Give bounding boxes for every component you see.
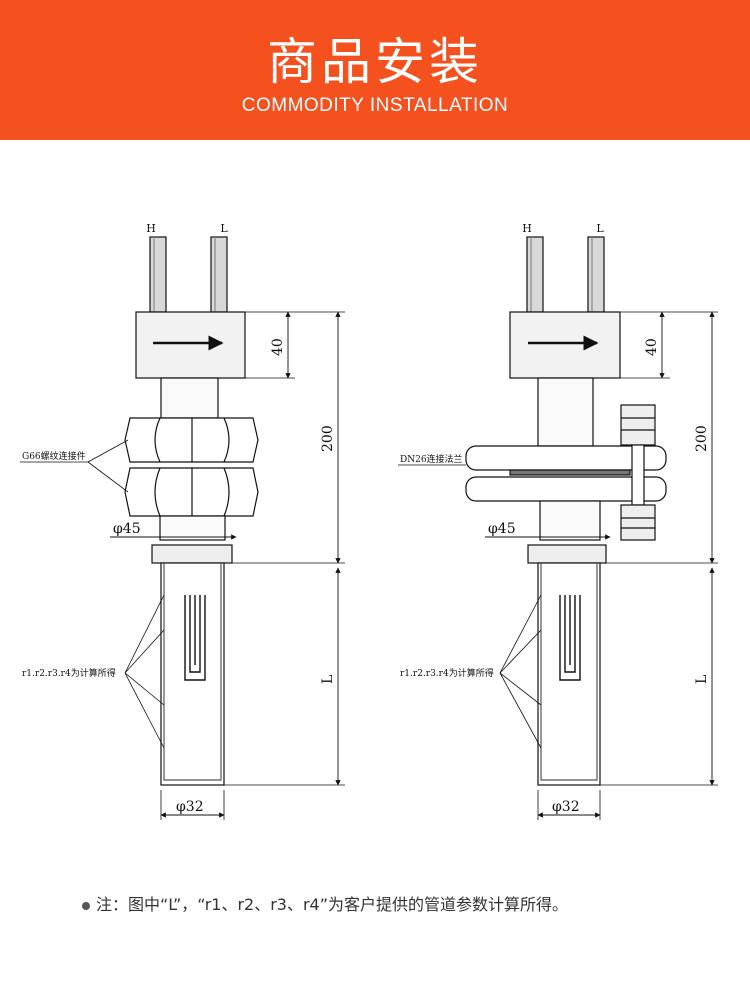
junction-box — [509, 311, 621, 379]
flange-bolt — [620, 404, 656, 541]
installation-drawing: H L φ45 — [20, 222, 718, 820]
dim-flange-dia: φ45 — [113, 521, 141, 537]
hex-nut-upper — [124, 417, 259, 463]
diagram-flanged: H L φ45 — [398, 222, 718, 820]
dim-head-height: 40 — [270, 338, 286, 356]
terminal-rods — [526, 236, 605, 313]
label-radius: r1.r2.r3.r4为计算所得 — [400, 667, 494, 679]
dim-total-length: 200 — [694, 425, 710, 452]
terminal-l-label: L — [220, 222, 228, 235]
terminal-h-label: H — [146, 222, 156, 235]
footnote-text: 注：图中“L”，“r1、r2、r3、r4”为客户提供的管道参数计算所得。 — [96, 895, 569, 914]
dim-immersion-length: L — [694, 675, 710, 684]
dim-immersion-length: L — [320, 675, 336, 684]
label-fitting: DN26连接法兰 — [400, 453, 463, 465]
page-title: 商品安装 — [267, 33, 483, 91]
fitting-callout — [20, 439, 129, 493]
dim-total-length: 200 — [320, 425, 336, 452]
terminal-l-label: L — [596, 222, 604, 235]
footnote: 注：图中“L”，“r1、r2、r3、r4”为客户提供的管道参数计算所得。 — [82, 891, 568, 915]
dim-head-height: 40 — [644, 338, 660, 356]
dim-flange-dia: φ45 — [488, 521, 516, 537]
bullet-icon — [82, 901, 90, 910]
label-fitting: G66螺纹连接件 — [22, 450, 86, 462]
heating-elements — [184, 595, 206, 681]
heating-elements — [559, 595, 581, 681]
dim-tube-dia: φ32 — [176, 799, 204, 815]
junction-box — [135, 311, 246, 379]
hex-nut-lower — [124, 467, 259, 517]
header-banner: 商品安装 COMMODITY INSTALLATION — [0, 0, 750, 140]
label-radius: r1.r2.r3.r4为计算所得 — [22, 667, 116, 679]
diagram-threaded: H L φ45 — [20, 222, 345, 820]
heater-tube — [160, 562, 225, 786]
page-subtitle: COMMODITY INSTALLATION — [241, 95, 509, 116]
terminal-rods — [149, 236, 228, 313]
dim-tube-dia: φ32 — [552, 799, 580, 815]
terminal-h-label: H — [522, 222, 532, 235]
radius-callouts — [124, 594, 165, 749]
heater-tube — [537, 562, 601, 786]
radius-callouts — [499, 594, 542, 749]
